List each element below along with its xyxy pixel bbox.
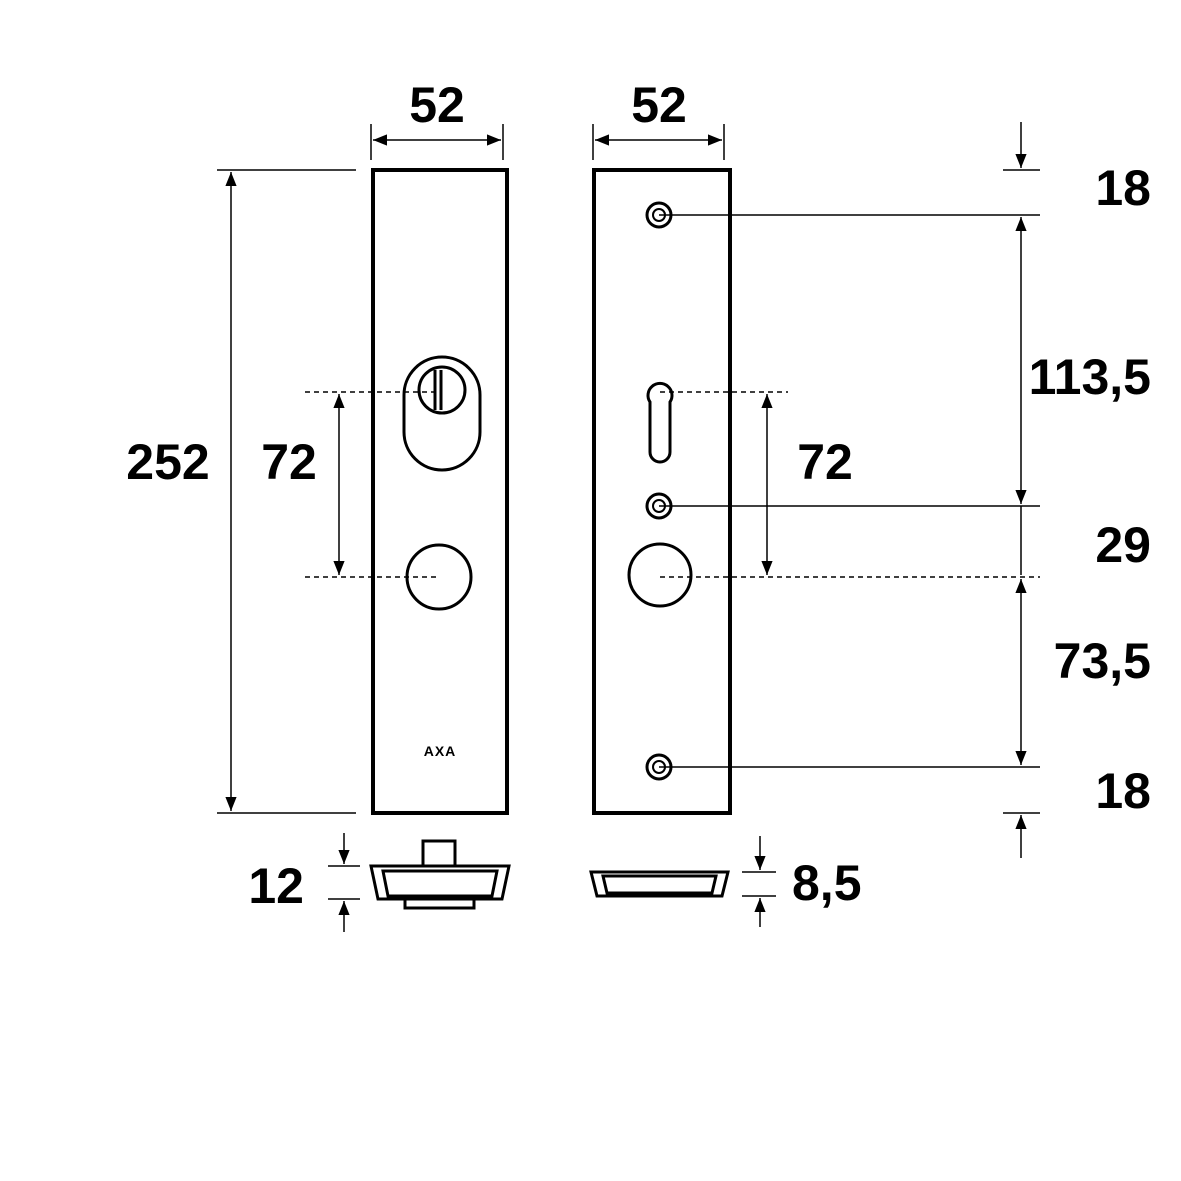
front-depth-label: 12 — [248, 858, 304, 914]
back-plate-outline — [592, 168, 732, 815]
back-plate — [592, 168, 732, 815]
back-handle-hole-icon — [627, 542, 693, 608]
keyhole-icon — [646, 381, 674, 464]
back-plate-profile: 8,5 — [589, 836, 862, 927]
handle-to-bottom-screw-label: 73,5 — [1054, 633, 1151, 689]
back-width-label: 52 — [631, 77, 687, 133]
front-spacing-label: 72 — [261, 434, 317, 490]
back-depth-label: 8,5 — [792, 855, 862, 911]
front-width-label: 52 — [409, 77, 465, 133]
plate-height-label: 252 — [126, 434, 209, 490]
thumb-turn-icon — [402, 355, 482, 472]
back-width-dimension: 52 — [592, 77, 725, 160]
chain-dimensions: 18 113,5 29 73,5 18 — [659, 122, 1151, 858]
top-offset-label: 18 — [1095, 160, 1151, 216]
screw-to-handle-label: 29 — [1095, 517, 1151, 573]
brand-logo: AXA — [424, 743, 457, 759]
front-plate-profile: 12 — [248, 833, 511, 932]
upper-screw-spacing-label: 113,5 — [1029, 349, 1151, 405]
front-plate-outline — [371, 168, 509, 815]
thumb-turn-profile-icon — [421, 839, 457, 868]
front-plate: AXA — [371, 168, 509, 815]
back-spacing-label: 72 — [797, 434, 853, 490]
back-spacing-dimension: 72 — [660, 391, 1040, 578]
plate-height-dimension: 252 — [126, 169, 356, 814]
front-spacing-dimension: 72 — [261, 391, 442, 578]
bottom-offset-label: 18 — [1095, 763, 1151, 819]
front-width-dimension: 52 — [370, 77, 504, 160]
